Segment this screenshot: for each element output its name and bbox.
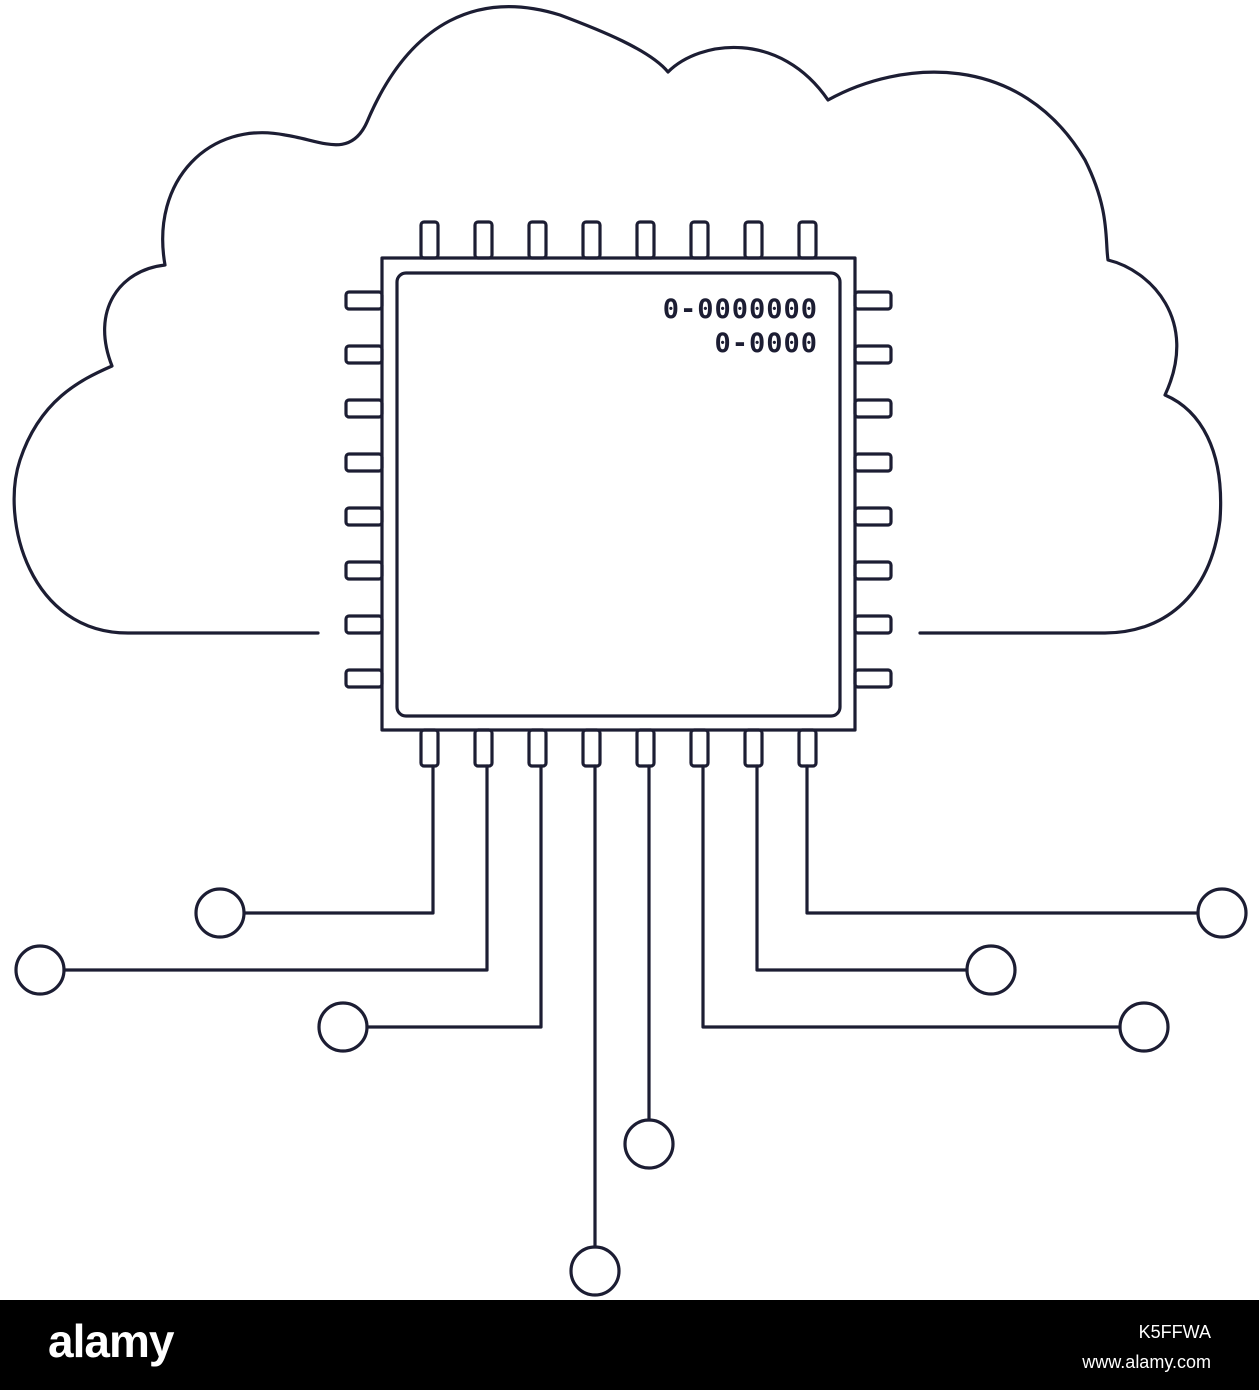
circuit-node	[1118, 1001, 1170, 1053]
chip-pins-bottom	[419, 728, 818, 768]
site-url: www.alamy.com	[1082, 1352, 1211, 1372]
circuit-node	[1196, 887, 1248, 939]
circuit-node	[194, 887, 246, 939]
circuit-node	[569, 1245, 621, 1297]
alamy-logo: alamy	[48, 1315, 174, 1367]
chip-inner-frame	[395, 271, 842, 718]
circuit-node	[623, 1118, 675, 1170]
cloud-chip-illustration: 0-0000000 0-0000	[12, 5, 1248, 1297]
image-id: K5FFWA	[1138, 1322, 1211, 1342]
cloud-outline	[12, 5, 1223, 635]
chip-outer-frame	[380, 256, 857, 732]
watermark-bar: alamy K5FFWA www.alamy.com	[0, 1300, 1259, 1390]
circuit-traces	[62, 764, 1200, 1249]
chip-code-line-1: 0-0000000	[663, 294, 818, 325]
chip-pins-right	[853, 290, 893, 689]
circuit-nodes	[14, 887, 1248, 1297]
circuit-node	[965, 944, 1017, 996]
chip-pins-top	[419, 220, 818, 260]
chip-pins-left	[344, 290, 384, 689]
circuit-node	[14, 944, 66, 996]
chip-code-line-2: 0-0000	[714, 328, 818, 359]
circuit-node	[317, 1001, 369, 1053]
